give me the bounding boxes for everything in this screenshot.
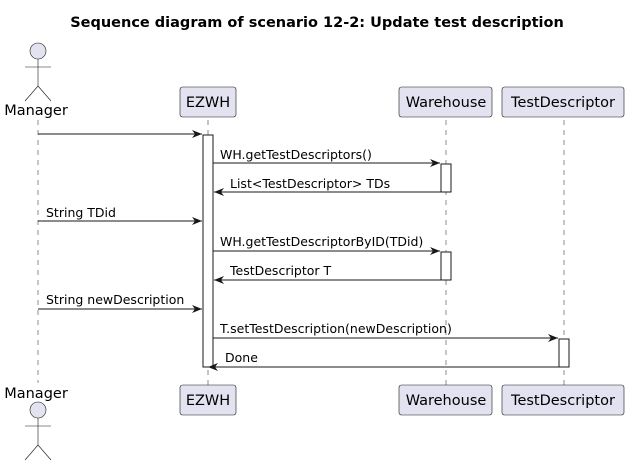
message-label: WH.getTestDescriptorByID(TDid) xyxy=(220,234,423,249)
activation-warehouse-1 xyxy=(440,163,452,193)
actor-head-icon xyxy=(29,401,47,419)
participant-label-testdescriptor: TestDescriptor xyxy=(510,393,615,409)
activation-ezwh xyxy=(202,134,214,368)
actor-manager-top: Manager xyxy=(4,42,68,119)
participant-ezwh-top: EZWH xyxy=(179,86,237,118)
message-label: List<TestDescriptor> TDs xyxy=(230,176,390,191)
message-4: WH.getTestDescriptorByID(TDid) xyxy=(213,234,440,255)
message-label: T.setTestDescription(newDescription) xyxy=(219,321,452,336)
actor-head-icon xyxy=(29,42,47,60)
message-5: TestDescriptor T xyxy=(214,263,441,284)
participant-warehouse-bottom: Warehouse xyxy=(398,384,493,416)
message-2: List<TestDescriptor> TDs xyxy=(214,176,441,196)
actor-manager-bottom: Manager xyxy=(4,386,68,461)
message-label: String TDid xyxy=(46,205,116,220)
participant-testdescriptor-top: TestDescriptor xyxy=(501,86,625,118)
message-1: WH.getTestDescriptors() xyxy=(213,147,440,167)
participant-label-ezwh: EZWH xyxy=(186,95,230,111)
message-7: T.setTestDescription(newDescription) xyxy=(213,321,558,342)
participant-label-manager: Manager xyxy=(4,386,68,402)
participant-label-warehouse: Warehouse xyxy=(406,393,487,409)
message-label: String newDescription xyxy=(46,292,184,307)
message-label: Done xyxy=(225,350,258,365)
participant-ezwh-bottom: EZWH xyxy=(179,384,237,416)
message-8: Done xyxy=(208,350,559,371)
message-6: String newDescription xyxy=(38,292,202,313)
participant-label-testdescriptor: TestDescriptor xyxy=(510,95,615,111)
participant-label-ezwh: EZWH xyxy=(186,393,230,409)
participant-label-warehouse: Warehouse xyxy=(406,95,487,111)
participant-label-manager: Manager xyxy=(4,103,68,119)
diagram-title: Sequence diagram of scenario 12-2: Updat… xyxy=(70,15,564,31)
message-3: String TDid xyxy=(38,205,202,225)
message-label: TestDescriptor T xyxy=(229,263,332,278)
message-label: WH.getTestDescriptors() xyxy=(220,147,372,162)
activation-warehouse-2 xyxy=(440,251,452,281)
participant-warehouse-top: Warehouse xyxy=(398,86,493,118)
activation-testdescriptor xyxy=(558,338,570,368)
participant-testdescriptor-bottom: TestDescriptor xyxy=(501,384,625,416)
